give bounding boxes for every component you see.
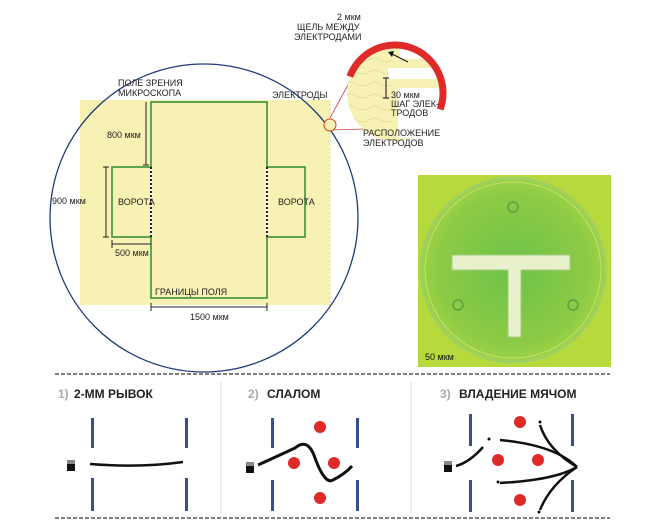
panel-slalom bbox=[246, 418, 359, 511]
gate-right-label: ВОРОТА bbox=[278, 197, 315, 207]
gap-value: 2 мкм bbox=[337, 12, 361, 22]
panel-1-number: 1) bbox=[58, 387, 69, 401]
dim-800-label: 800 мкм bbox=[107, 130, 141, 140]
dimension-lines bbox=[103, 102, 268, 311]
gap-label-2: ЭЛЕКТРОДАМИ bbox=[294, 32, 362, 42]
microscope-label-1: ПОЛЕ ЗРЕНИЯ bbox=[118, 78, 183, 88]
microscope-label-2: МИКРОСКОПА bbox=[118, 88, 181, 98]
dim-1500-label: 1500 мкм bbox=[190, 312, 229, 322]
panel-2-title: СЛАЛОМ bbox=[267, 387, 320, 401]
robot-icon bbox=[246, 462, 254, 473]
location-label-2: ЭЛЕКТРОДОВ bbox=[363, 138, 424, 148]
microscope-field-circle bbox=[49, 63, 359, 373]
location-label-1: РАСПОЛОЖЕНИЕ bbox=[363, 128, 440, 138]
photo-scale-label: 50 мкм bbox=[425, 352, 454, 362]
robot-icon bbox=[67, 460, 75, 471]
pitch-value: 30 мкм bbox=[391, 90, 420, 100]
robot-icon bbox=[444, 461, 452, 472]
panel-sprint bbox=[67, 418, 188, 511]
gate-left-label: ВОРОТА bbox=[118, 197, 155, 207]
panel-3-number: 3) bbox=[440, 387, 451, 401]
microscope-photo bbox=[418, 175, 611, 367]
field-bounds-label: ГРАНИЦЫ ПОЛЯ bbox=[155, 287, 227, 297]
gap-label-1: ЩЕЛЬ МЕЖДУ bbox=[297, 22, 360, 32]
pitch-label-2: ТРОДОВ bbox=[391, 108, 428, 118]
electrodes-label: ЭЛЕКТРОДЫ bbox=[272, 90, 328, 100]
panel-3-title: ВЛАДЕНИЕ МЯЧОМ bbox=[459, 387, 576, 401]
panel-ball-control bbox=[444, 414, 578, 514]
panel-2-number: 2) bbox=[248, 387, 259, 401]
dim-500-label: 500 мкм bbox=[115, 248, 149, 258]
dim-900-label: 900 мкм bbox=[52, 196, 86, 206]
electrode-area bbox=[80, 100, 330, 305]
electrode-inset bbox=[323, 41, 447, 141]
pitch-label-1: ШАГ ЭЛЕК- bbox=[391, 99, 439, 109]
panel-1-title: 2-ММ РЫВОК bbox=[74, 387, 153, 401]
